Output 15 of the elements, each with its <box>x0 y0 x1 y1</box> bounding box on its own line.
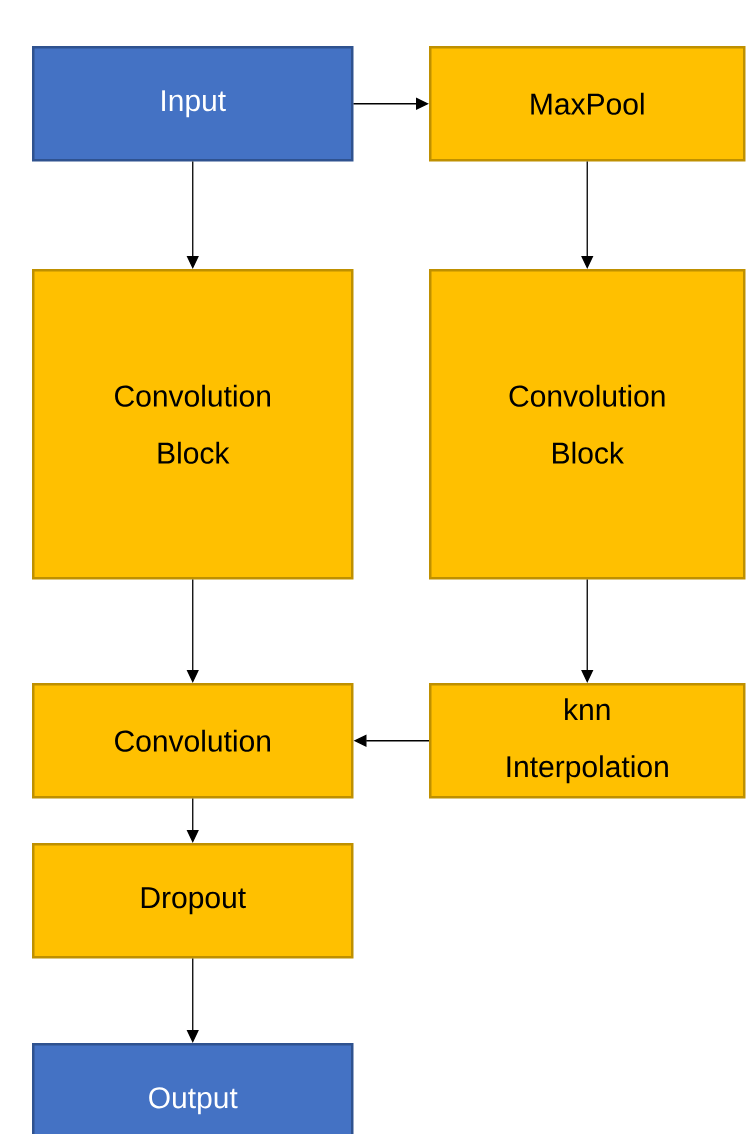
io-box: Input <box>32 46 354 162</box>
process-box: Convolution <box>32 683 354 799</box>
process-box: MaxPool <box>429 46 746 162</box>
arrow <box>186 797 199 843</box>
process-box: Convolution Block <box>429 269 746 580</box>
arrow <box>186 160 199 269</box>
arrow <box>581 160 594 269</box>
process-box: knn Interpolation <box>429 683 746 799</box>
process-box: Convolution Block <box>32 269 354 580</box>
arrow <box>581 578 594 683</box>
io-box: Output <box>32 1043 354 1134</box>
process-box: Dropout <box>32 843 354 959</box>
arrow <box>186 578 199 683</box>
arrow <box>186 957 199 1043</box>
arrow <box>352 97 429 110</box>
